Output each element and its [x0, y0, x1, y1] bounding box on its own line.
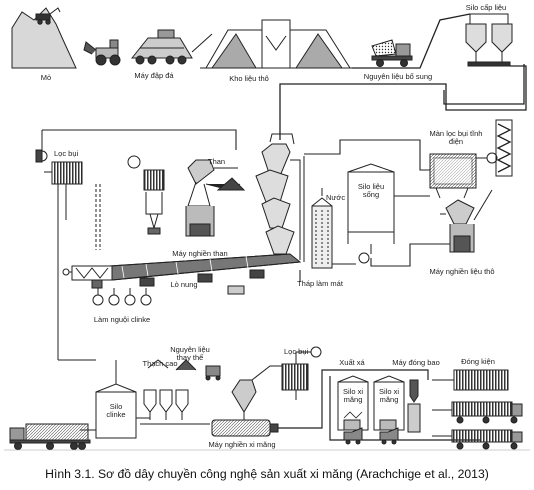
label-kiln: Lò nung: [170, 280, 198, 289]
label-cement-silo-2: Silo xi măng: [378, 387, 399, 404]
label-electrostatic-filter: Màn lọc bụi tĩnh điện: [429, 129, 483, 146]
clinker-truck: [9, 423, 91, 450]
preheater-tower: [255, 133, 305, 263]
crusher-machine: [130, 29, 213, 65]
label-cooling-tower: Tháp làm mát: [297, 279, 343, 288]
label-cement-mill: Máy nghiền xi măng: [208, 440, 276, 449]
packing-machine: [407, 379, 421, 433]
cooling-tower: [311, 188, 333, 269]
raw-conveyor-line: [279, 13, 527, 140]
label-bulk-dispatch: Xuất xá: [339, 358, 365, 367]
electrostatic-filter: [429, 152, 498, 199]
label-feed-silo: Silo cấp liệu: [465, 3, 507, 12]
label-coal-mill: Máy nghiền than: [172, 249, 228, 258]
label-crusher: Máy đập đá: [134, 71, 174, 80]
label-clinker-silo: Silo clinke: [106, 402, 126, 419]
label-clinker-cooling: Làm nguội clinke: [93, 315, 151, 324]
diagram-drawing: [4, 7, 530, 451]
label-dust-filter-1: Lọc bụi: [54, 149, 79, 158]
quarry-mine: [11, 7, 77, 69]
cement-silos: [337, 375, 405, 431]
cement-process-diagram: Mỏ Máy đập đá Kho liệu thô Nguyên liệu b…: [4, 3, 530, 451]
label-coal: Than: [208, 157, 226, 166]
loader-truck: [83, 39, 121, 66]
label-raw-storage: Kho liệu thô: [229, 74, 269, 83]
label-substitute-materials: Nguyên liệu thay thế: [170, 345, 210, 362]
cooler-fans: [92, 288, 152, 306]
cement-separator: [231, 365, 282, 420]
dump-truck: [371, 39, 413, 67]
label-gypsum: Thạch cao: [142, 359, 178, 368]
raw-meal-silo: [347, 163, 395, 264]
stack-zigzag: [495, 119, 513, 177]
dust-filter-left: [35, 130, 101, 361]
feed-silos: [465, 13, 513, 67]
label-dust-filter-2: Lọc bụi: [284, 347, 309, 356]
dust-filter-right: [281, 346, 322, 400]
label-mine: Mỏ: [40, 73, 52, 82]
label-water: Nước: [326, 193, 346, 202]
label-additional-materials: Nguyên liệu bổ sung: [363, 72, 433, 81]
raw-mill: [440, 189, 493, 253]
clinker-cooler: [62, 265, 113, 289]
clinker-silo: [80, 360, 150, 439]
label-bundling: Đóng kiện: [461, 357, 495, 366]
label-packing-machine: Máy đóng bao: [392, 358, 440, 367]
cement-conveyor: [278, 369, 480, 441]
label-raw-meal-silo: Silo liệu sống: [357, 182, 385, 199]
cement-ball-mill: [211, 419, 279, 437]
label-raw-mill: Máy nghiền liệu thô: [429, 267, 495, 276]
coal-mill: [127, 155, 246, 237]
bulk-trucks: [343, 427, 399, 445]
figure-caption: Hình 3.1. Sơ đồ dây chuyền công nghệ sản…: [45, 467, 489, 481]
additive-hoppers: [140, 359, 221, 425]
process-pipes: [42, 129, 450, 282]
label-cement-silo-1: Silo xi măng: [342, 387, 363, 404]
raw-storage-shed: [200, 19, 352, 69]
packaged-goods-trucks: [432, 369, 523, 450]
